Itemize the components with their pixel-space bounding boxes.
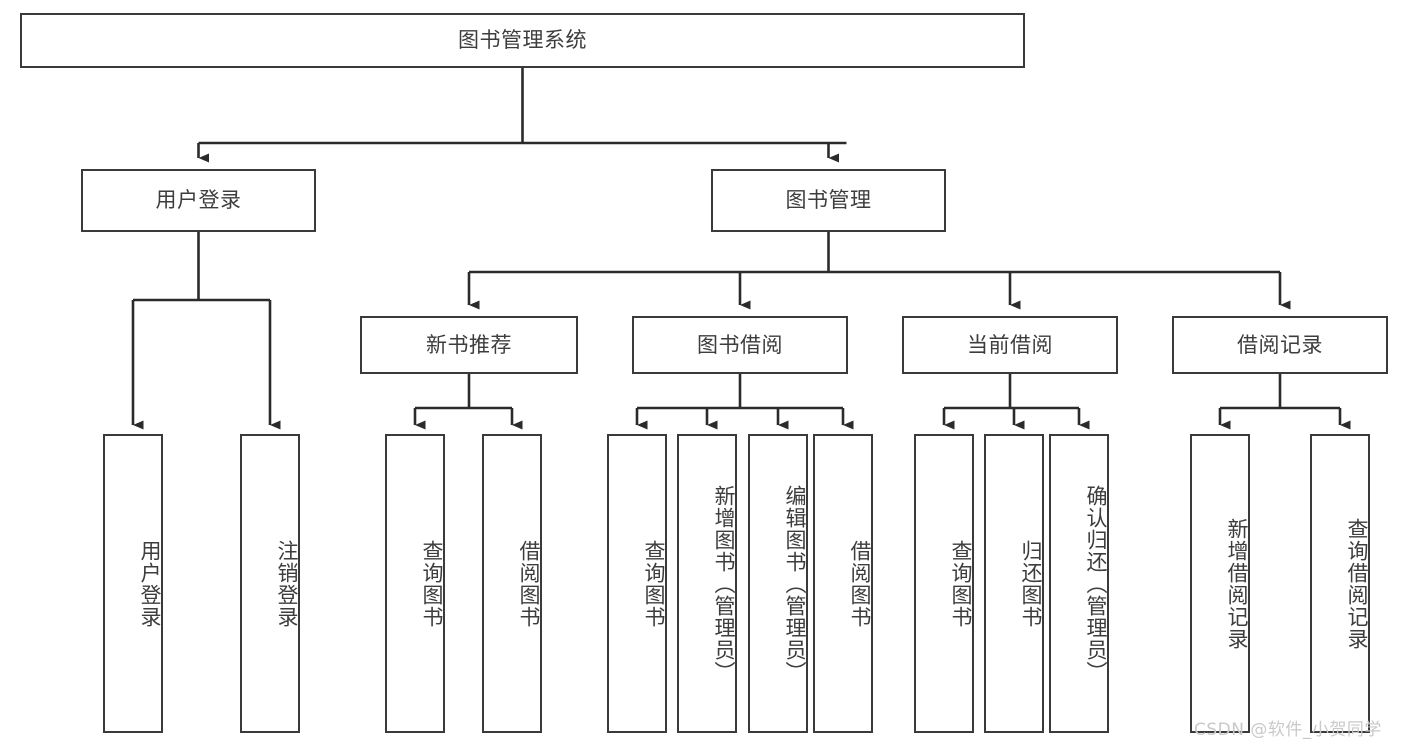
leaf-confirm-return[interactable]: 确认归还（管理员）: [1049, 434, 1109, 733]
node-user-login[interactable]: 用户登录: [81, 169, 316, 232]
leaf-query-book-2[interactable]: 查询图书: [607, 434, 667, 733]
node-book-borrow[interactable]: 图书借阅: [632, 316, 848, 374]
node-borrow-record[interactable]: 借阅记录: [1172, 316, 1388, 374]
leaf-query-book-1-label: 查询图书: [420, 539, 444, 628]
node-root[interactable]: 图书管理系统: [20, 13, 1025, 68]
node-new-book-recommend[interactable]: 新书推荐: [360, 316, 578, 374]
node-user-login-label: 用户登录: [155, 188, 242, 213]
node-current-borrow-label: 当前借阅: [967, 332, 1053, 357]
leaf-add-record-label: 新增借阅记录: [1225, 517, 1249, 650]
leaf-edit-book-label: 编辑图书（管理员）: [783, 484, 807, 683]
leaf-query-record[interactable]: 查询借阅记录: [1310, 434, 1370, 733]
leaf-confirm-return-label: 确认归还（管理员）: [1084, 484, 1108, 683]
leaf-add-record[interactable]: 新增借阅记录: [1190, 434, 1250, 733]
node-borrow-record-label: 借阅记录: [1237, 332, 1323, 357]
node-new-book-recommend-label: 新书推荐: [426, 332, 512, 357]
leaf-borrow-book-2[interactable]: 借阅图书: [813, 434, 873, 733]
leaf-logout-login-label: 注销登录: [275, 539, 299, 628]
leaf-edit-book[interactable]: 编辑图书（管理员）: [748, 434, 808, 733]
leaf-borrow-book-1-label: 借阅图书: [517, 539, 541, 628]
node-current-borrow[interactable]: 当前借阅: [902, 316, 1118, 374]
leaf-add-book[interactable]: 新增图书（管理员）: [677, 434, 737, 733]
leaf-return-book[interactable]: 归还图书: [984, 434, 1044, 733]
node-root-label: 图书管理系统: [458, 28, 587, 53]
leaf-query-book-3[interactable]: 查询图书: [914, 434, 974, 733]
leaf-add-book-label: 新增图书（管理员）: [712, 484, 736, 683]
node-book-borrow-label: 图书借阅: [697, 332, 783, 357]
leaf-return-book-label: 归还图书: [1019, 539, 1043, 628]
leaf-borrow-book-1[interactable]: 借阅图书: [482, 434, 542, 733]
leaf-user-login-label: 用户登录: [138, 539, 162, 628]
leaf-borrow-book-2-label: 借阅图书: [848, 539, 872, 628]
leaf-query-book-1[interactable]: 查询图书: [385, 434, 445, 733]
leaf-logout-login[interactable]: 注销登录: [240, 434, 300, 733]
node-book-management-label: 图书管理: [785, 188, 872, 213]
node-book-management[interactable]: 图书管理: [711, 169, 946, 232]
leaf-query-book-2-label: 查询图书: [642, 539, 666, 628]
leaf-user-login[interactable]: 用户登录: [103, 434, 163, 733]
leaf-query-record-label: 查询借阅记录: [1345, 517, 1369, 650]
leaf-query-book-3-label: 查询图书: [949, 539, 973, 628]
